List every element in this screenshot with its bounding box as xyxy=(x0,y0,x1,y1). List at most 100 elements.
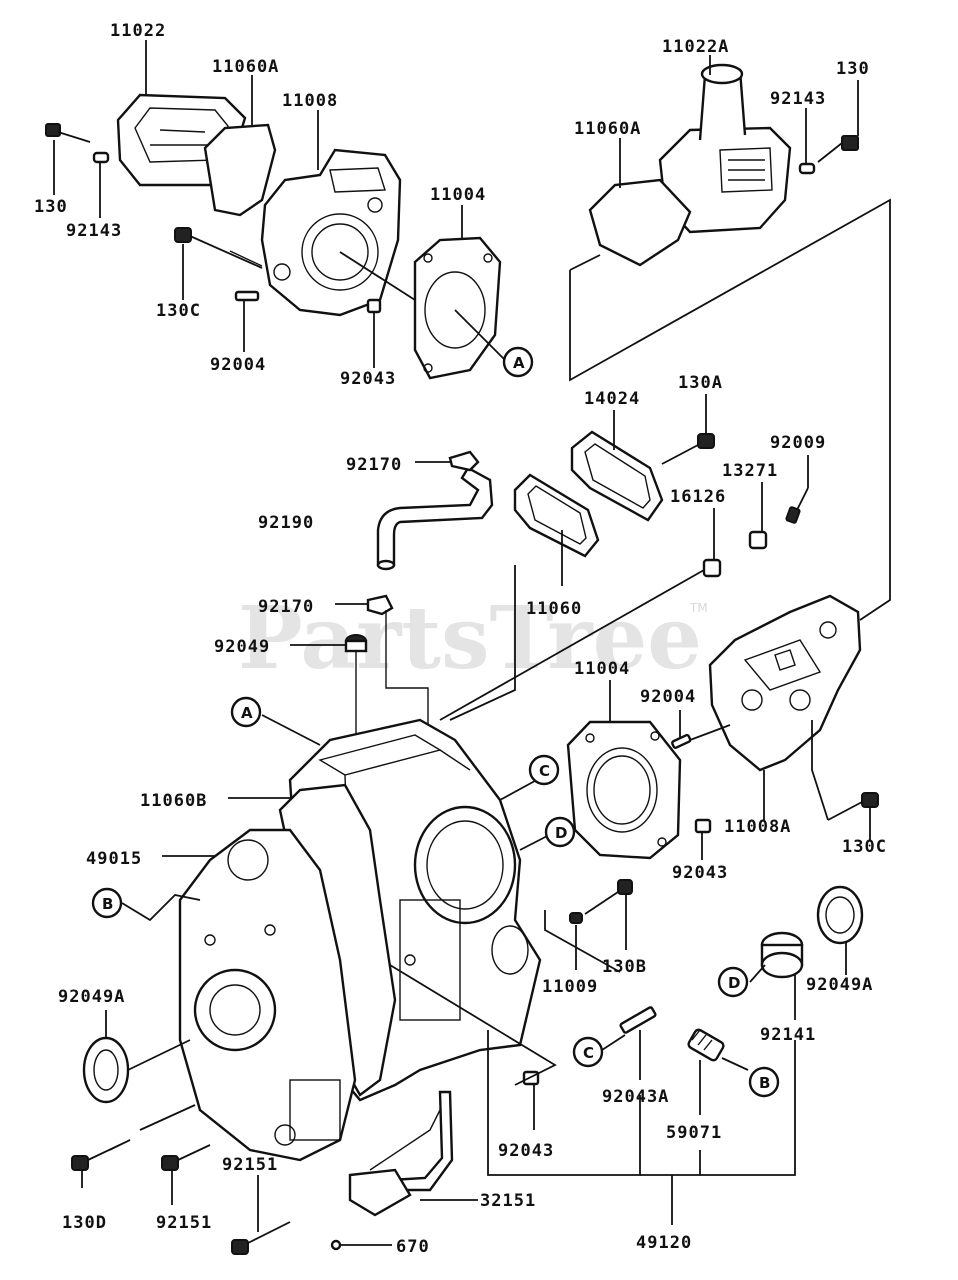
label-49120: 49120 xyxy=(636,1233,692,1253)
callout-c-mid: C xyxy=(528,754,560,786)
label-92190: 92190 xyxy=(258,513,314,533)
label-670: 670 xyxy=(396,1237,430,1257)
label-13271: 13271 xyxy=(722,461,778,481)
bolt-130c-left xyxy=(174,227,263,269)
dowel-92043-top xyxy=(366,298,382,314)
cover-gasket-11060a-right xyxy=(588,178,692,267)
callout-c-bottom: C xyxy=(572,1036,604,1068)
label-92049a-right: 92049A xyxy=(806,975,873,995)
label-11060: 11060 xyxy=(526,599,582,619)
bolt-130a xyxy=(661,433,715,465)
label-92043a: 92043A xyxy=(602,1087,669,1107)
svg-text:B: B xyxy=(759,1074,770,1092)
watermark-trademark: TM xyxy=(689,601,708,615)
label-16126: 16126 xyxy=(670,487,726,507)
rocker-cover-11022a xyxy=(658,63,792,234)
stud-92004-right xyxy=(671,733,692,749)
bolt-130b xyxy=(584,879,633,915)
label-11008: 11008 xyxy=(282,91,338,111)
label-92151-low: 92151 xyxy=(156,1213,212,1233)
label-11060b: 11060B xyxy=(140,791,207,811)
pin-92143-right xyxy=(798,162,816,175)
label-14024: 14024 xyxy=(584,389,640,409)
label-11004-mid: 11004 xyxy=(574,659,630,679)
svg-text:D: D xyxy=(555,824,567,842)
callout-d-right: D xyxy=(717,966,749,998)
label-130-left: 130 xyxy=(34,197,68,217)
label-130-right: 130 xyxy=(836,59,870,79)
callout-a-mid: A xyxy=(230,696,262,728)
screw-92009 xyxy=(785,487,809,524)
bolt-130-right xyxy=(817,135,859,163)
drain-plug-59071 xyxy=(687,1028,725,1062)
label-59071: 59071 xyxy=(666,1123,722,1143)
label-11004-top: 11004 xyxy=(430,185,486,205)
label-11060a-left: 11060A xyxy=(212,57,279,77)
stud-92043a xyxy=(619,1006,657,1034)
oil-seal-92049a-right xyxy=(816,885,864,945)
label-11022: 11022 xyxy=(110,21,166,41)
label-92170-top: 92170 xyxy=(346,455,402,475)
spacer-13271 xyxy=(748,530,768,550)
svg-text:A: A xyxy=(513,354,525,372)
label-130a: 130A xyxy=(678,373,723,393)
label-92043-top: 92043 xyxy=(340,369,396,389)
gasket-11060 xyxy=(513,473,600,558)
clamp-92170-top xyxy=(448,450,480,472)
breather-hose-92190 xyxy=(376,466,494,571)
label-92043-bottom: 92043 xyxy=(498,1141,554,1161)
clamp-92170-mid xyxy=(366,594,394,616)
dowel-92043-right xyxy=(694,818,712,834)
label-32151: 32151 xyxy=(480,1191,536,1211)
label-92004-left: 92004 xyxy=(210,355,266,375)
label-130c-left: 130C xyxy=(156,301,201,321)
o-ring-670 xyxy=(330,1239,342,1251)
callout-d-mid: D xyxy=(544,816,576,848)
callout-b-right: B xyxy=(748,1066,780,1098)
label-92151-mid: 92151 xyxy=(222,1155,278,1175)
label-11022a: 11022A xyxy=(662,37,729,57)
bolt-130d xyxy=(71,1139,131,1171)
callout-b-left: B xyxy=(91,887,123,919)
label-92043-right: 92043 xyxy=(672,863,728,883)
label-92049: 92049 xyxy=(214,637,270,657)
label-92170-mid: 92170 xyxy=(258,597,314,617)
label-92143-right: 92143 xyxy=(770,89,826,109)
oil-seal-92049a-left xyxy=(82,1036,130,1104)
cylinder-head-11008a xyxy=(708,594,862,772)
inspection-cover-14024 xyxy=(570,430,664,522)
bolt-130-left xyxy=(45,123,91,143)
gear-case-cover-49015 xyxy=(178,828,357,1162)
label-11009: 11009 xyxy=(542,977,598,997)
label-92009: 92009 xyxy=(770,433,826,453)
oil-pipe-32151 xyxy=(348,1090,454,1217)
label-92049a-left: 92049A xyxy=(58,987,125,1007)
svg-text:D: D xyxy=(728,974,740,992)
label-49015: 49015 xyxy=(86,849,142,869)
watermark-text: PartsTree xyxy=(238,588,702,689)
label-130d: 130D xyxy=(62,1213,107,1233)
head-gasket-11004-mid xyxy=(566,720,682,860)
head-gasket-11004-top xyxy=(413,236,502,380)
svg-text:C: C xyxy=(539,762,550,780)
svg-text:A: A xyxy=(241,704,253,722)
callout-a-top: A xyxy=(502,346,534,378)
pin-92143-left xyxy=(92,151,110,164)
bolt-130c-right xyxy=(827,792,879,821)
collar-16126 xyxy=(702,558,722,578)
svg-text:B: B xyxy=(102,895,113,913)
label-130c-right: 130C xyxy=(842,837,887,857)
label-11060a-right: 11060A xyxy=(574,119,641,139)
label-92143-left: 92143 xyxy=(66,221,122,241)
cover-gasket-11060a-left xyxy=(203,123,277,217)
label-92141: 92141 xyxy=(760,1025,816,1045)
washer-11009 xyxy=(569,912,583,924)
stud-92004-left xyxy=(234,290,260,302)
cap-92049 xyxy=(344,634,368,653)
label-92004-right: 92004 xyxy=(640,687,696,707)
label-130b: 130B xyxy=(602,957,647,977)
bolt-92151-low xyxy=(231,1221,291,1255)
svg-text:C: C xyxy=(583,1044,594,1062)
bolt-92151-mid xyxy=(161,1144,211,1171)
